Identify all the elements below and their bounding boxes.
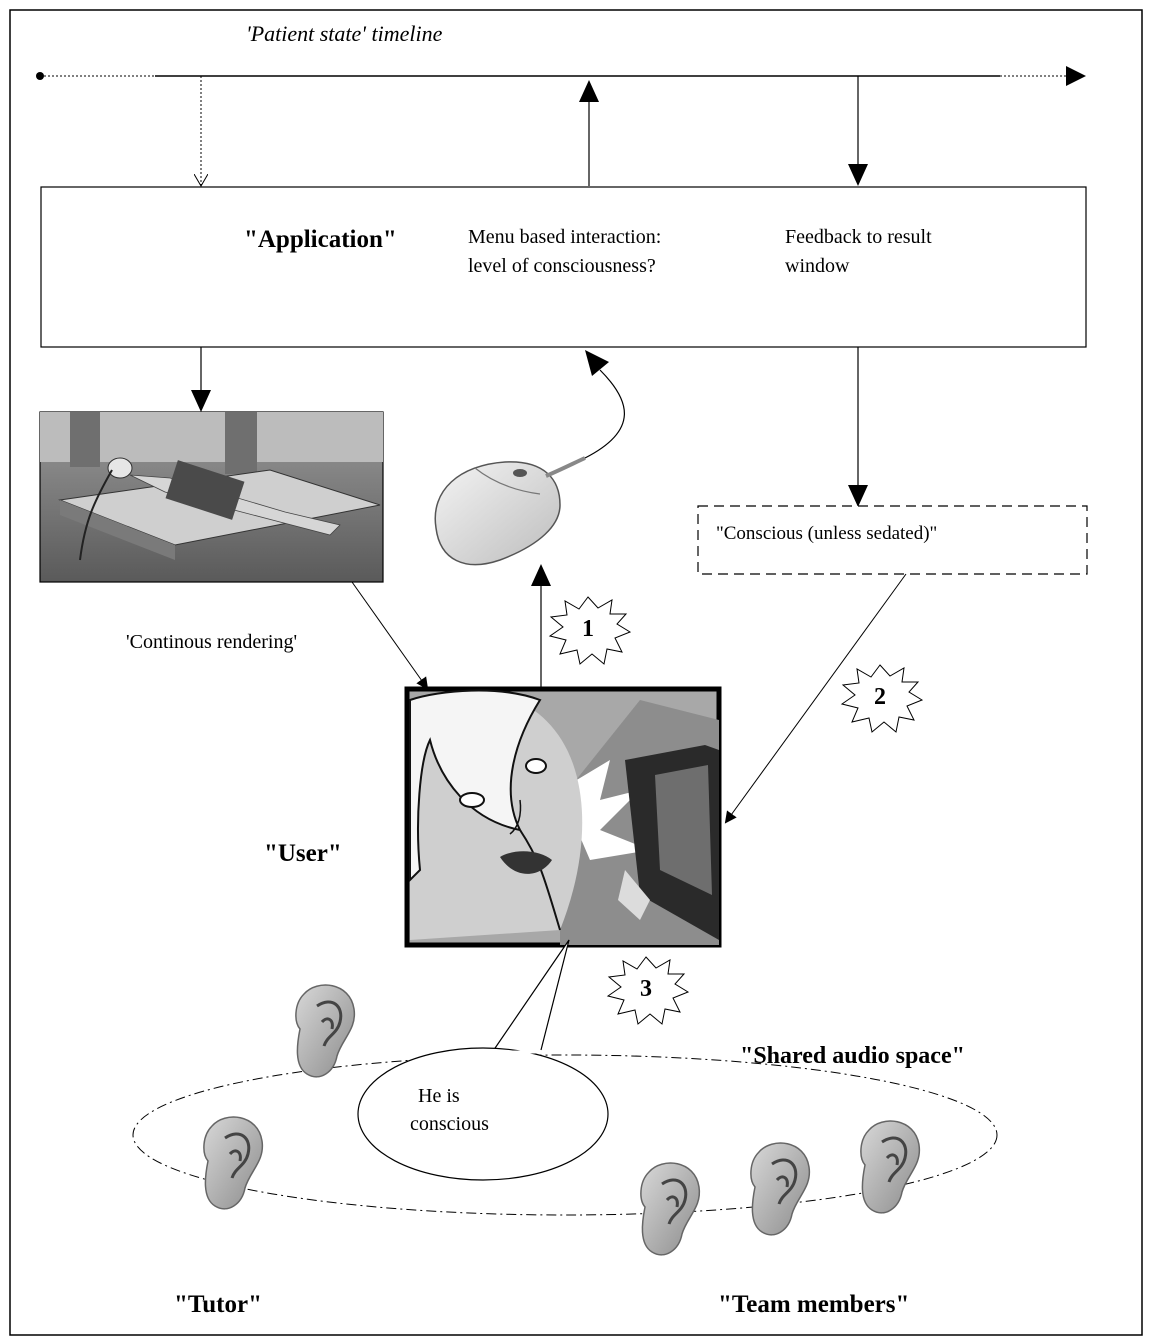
feedback-line-1: Feedback to result <box>785 226 932 248</box>
mouse-to-application-curve <box>584 369 625 459</box>
shared-audio-space-label: "Shared audio space" <box>740 1043 965 1069</box>
outer-frame <box>9 9 1143 1336</box>
feedback-line-2: window <box>785 255 850 277</box>
shared-audio-space-ring <box>132 1054 998 1216</box>
timeline-arrowhead <box>1066 66 1086 86</box>
step-1-label: 1 <box>582 616 594 642</box>
user-image <box>404 686 722 948</box>
result-to-user-arrow <box>724 573 907 824</box>
menu-interaction-line-2: level of consciousness? <box>468 255 656 277</box>
timeline-label: 'Patient state' timeline <box>246 21 443 46</box>
user-label: "User" <box>264 840 342 867</box>
team-members-label: "Team members" <box>718 1291 909 1318</box>
application-label: "Application" <box>244 226 397 253</box>
mouse-image <box>434 456 586 566</box>
menu-interaction-line-1: Menu based interaction: <box>468 226 661 248</box>
render-to-user-arrow <box>351 581 429 690</box>
ear-icon <box>750 1142 811 1236</box>
speech-line-1: He is <box>418 1085 460 1107</box>
application-box <box>40 186 1087 348</box>
mouse-to-application-arrowhead <box>585 350 609 376</box>
step-2-label: 2 <box>874 684 886 710</box>
step-3-label: 3 <box>640 976 652 1002</box>
result-window <box>697 505 1088 575</box>
ear-icon <box>295 984 356 1078</box>
step-1-burst <box>548 596 632 665</box>
step-2-burst <box>840 664 924 733</box>
ear-icon <box>860 1120 921 1214</box>
speech-bubble <box>357 1047 609 1181</box>
continuous-rendering-label: 'Continous rendering' <box>126 631 297 653</box>
ear-icon <box>640 1162 701 1256</box>
result-window-label: "Conscious (unless sedated)" <box>716 523 937 544</box>
speech-line-2: conscious <box>410 1113 489 1135</box>
ear-icon <box>203 1116 264 1210</box>
patient-render-image <box>39 411 384 583</box>
tutor-label: "Tutor" <box>174 1291 262 1318</box>
speech-bubble-tail <box>490 939 570 1055</box>
step-3-burst <box>606 956 690 1025</box>
